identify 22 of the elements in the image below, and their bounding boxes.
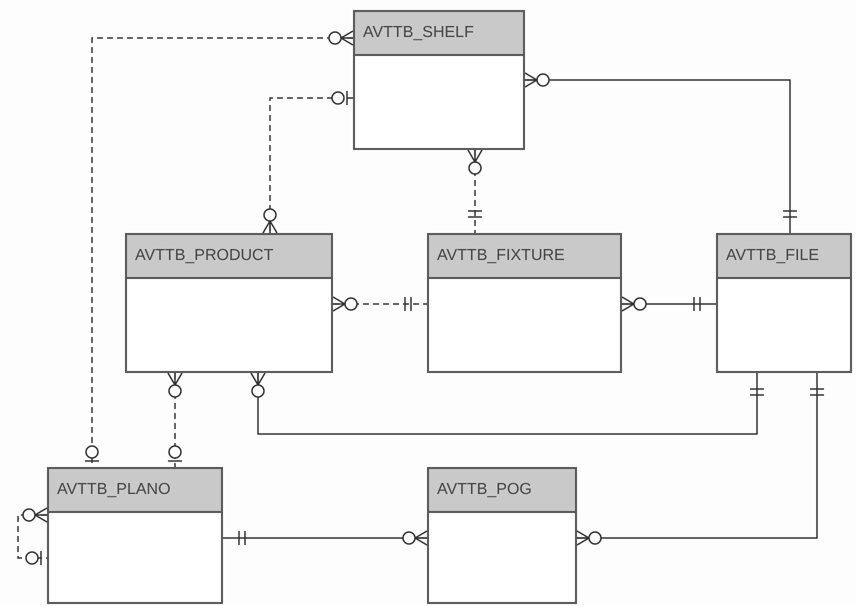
entity-header: AVTTB_FIXTURE (429, 235, 620, 279)
entity-box (427, 233, 622, 373)
entity-box (125, 233, 333, 373)
entity-header: AVTTB_POG (429, 469, 575, 513)
entity-box (427, 467, 577, 604)
relationship-line (262, 90, 353, 234)
relationship-line (621, 296, 716, 312)
entity-header: AVTTB_SHELF (355, 12, 523, 56)
relationship-line (524, 72, 797, 233)
entity-box (47, 467, 223, 604)
relationship-line (17, 507, 48, 566)
entity-box (716, 233, 852, 373)
relationship-line (467, 149, 483, 233)
relationship-line (250, 372, 764, 435)
relationship-line (332, 296, 427, 312)
entity-box (353, 10, 525, 150)
entity-header: AVTTB_FILE (718, 235, 850, 279)
entity-header: AVTTB_PLANO (49, 469, 221, 513)
relationship-line (576, 373, 824, 546)
relationship-line (167, 372, 183, 467)
entity-header: AVTTB_PRODUCT (127, 235, 331, 279)
relationship-line (223, 530, 428, 546)
